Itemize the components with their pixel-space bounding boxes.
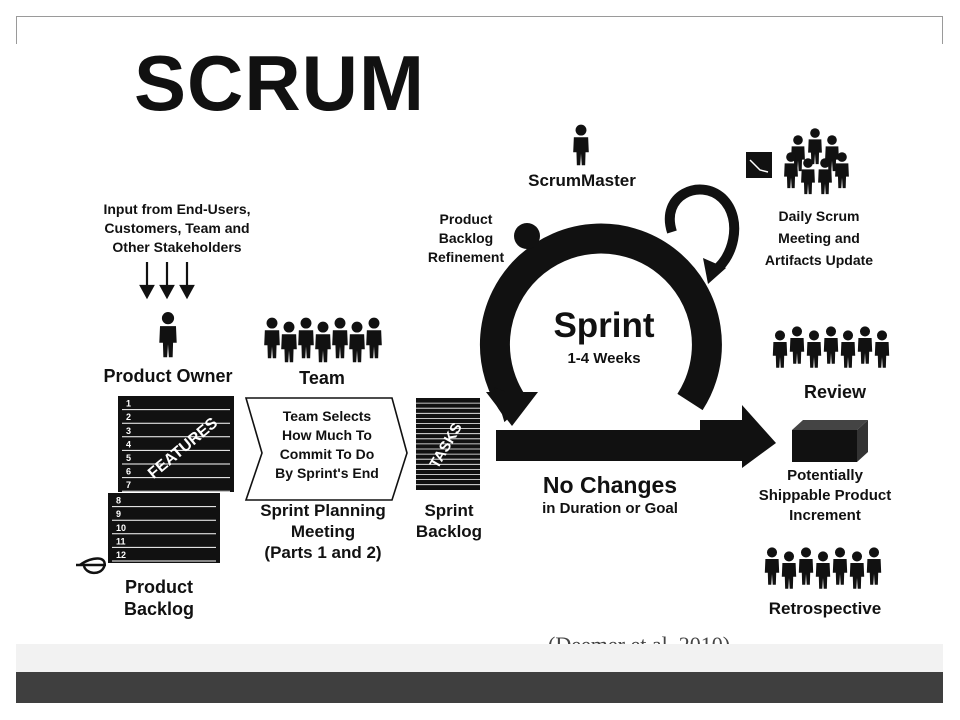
retrospective-label: Retrospective bbox=[768, 599, 882, 618]
input-arrows bbox=[139, 262, 195, 300]
team-selects-text-line: How Much To bbox=[282, 427, 372, 443]
daily-scrum-label-line: Meeting and bbox=[778, 230, 860, 246]
page-title: SCRUM bbox=[134, 39, 425, 127]
review-icon bbox=[772, 326, 890, 368]
retrospective-icon bbox=[764, 547, 882, 589]
product-owner-icon bbox=[159, 312, 177, 358]
sprint-planning-label-line: Sprint Planning bbox=[260, 501, 386, 520]
sprint-label: Sprint bbox=[553, 306, 655, 345]
input-label-line: Other Stakeholders bbox=[112, 239, 242, 255]
product-backlog-label-line: Product bbox=[124, 577, 193, 597]
team-selects-text-line: By Sprint's End bbox=[275, 465, 379, 481]
sprint-planning-label-line: Meeting bbox=[290, 522, 356, 541]
product-backlog-label-line: Backlog bbox=[123, 599, 195, 619]
review-label: Review bbox=[803, 382, 867, 402]
increment-label-line: Shippable Product bbox=[758, 487, 892, 504]
frame-right-tick bbox=[942, 16, 943, 44]
team-icon bbox=[264, 317, 382, 363]
product-owner-label: Product Owner bbox=[103, 366, 233, 386]
no-changes-label: No Changes bbox=[542, 472, 678, 498]
daily-scrum-icon bbox=[746, 128, 849, 195]
backlog-row-number: 6 bbox=[126, 467, 131, 477]
frame-top-line bbox=[16, 16, 943, 17]
input-label-line: Input from End-Users, bbox=[103, 201, 251, 217]
scrummaster-label: ScrumMaster bbox=[528, 171, 636, 190]
backlog-row-number: 8 bbox=[116, 496, 121, 506]
sprint-cycle-icon bbox=[479, 184, 776, 468]
backlog-row-number: 11 bbox=[116, 536, 126, 546]
input-label: Input from End-Users, Customers, Team and… bbox=[92, 200, 262, 257]
backlog-row-number: 1 bbox=[126, 399, 131, 409]
refinement-label-line: Refinement bbox=[427, 249, 505, 265]
increment-label-line: Increment bbox=[789, 507, 861, 524]
frame-left-tick bbox=[16, 16, 17, 44]
backlog-row-number: 7 bbox=[126, 480, 131, 490]
scrummaster-icon bbox=[573, 124, 589, 166]
increment-label-line: Potentially bbox=[787, 467, 863, 484]
footer-bar bbox=[16, 672, 943, 703]
sprint-backlog-label-line: Backlog bbox=[415, 522, 483, 541]
sprint-backlog-stack: TASKS bbox=[416, 398, 480, 490]
backlog-row-number: 9 bbox=[116, 509, 121, 519]
refinement-label-line: Product bbox=[439, 211, 493, 227]
backlog-row-number: 5 bbox=[126, 453, 131, 463]
refinement-label-line: Backlog bbox=[438, 230, 494, 246]
team-selects-text-line: Team Selects bbox=[282, 408, 372, 424]
team-selects-arrow bbox=[244, 397, 408, 501]
daily-scrum-label-line: Daily Scrum bbox=[778, 208, 860, 224]
sprint-backlog-label-line: Sprint bbox=[424, 501, 474, 520]
increment-box-icon bbox=[792, 420, 868, 462]
no-changes-sub: in Duration or Goal bbox=[542, 500, 678, 517]
team-label: Team bbox=[299, 368, 345, 388]
backlog-row-number: 10 bbox=[116, 523, 126, 533]
backlog-row-number: 12 bbox=[116, 550, 126, 560]
backlog-row-number: 4 bbox=[126, 439, 131, 449]
backlog-row-number: 2 bbox=[126, 412, 131, 422]
daily-scrum-label-line: Artifacts Update bbox=[764, 252, 874, 268]
team-selects-text-line: Commit To Do bbox=[279, 446, 375, 462]
footer-band bbox=[16, 644, 943, 672]
sprint-planning-label-line: (Parts 1 and 2) bbox=[264, 543, 382, 562]
input-label-line: Customers, Team and bbox=[104, 220, 250, 236]
sprint-duration: 1-4 Weeks bbox=[567, 350, 641, 367]
backlog-row-number: 3 bbox=[126, 426, 131, 436]
